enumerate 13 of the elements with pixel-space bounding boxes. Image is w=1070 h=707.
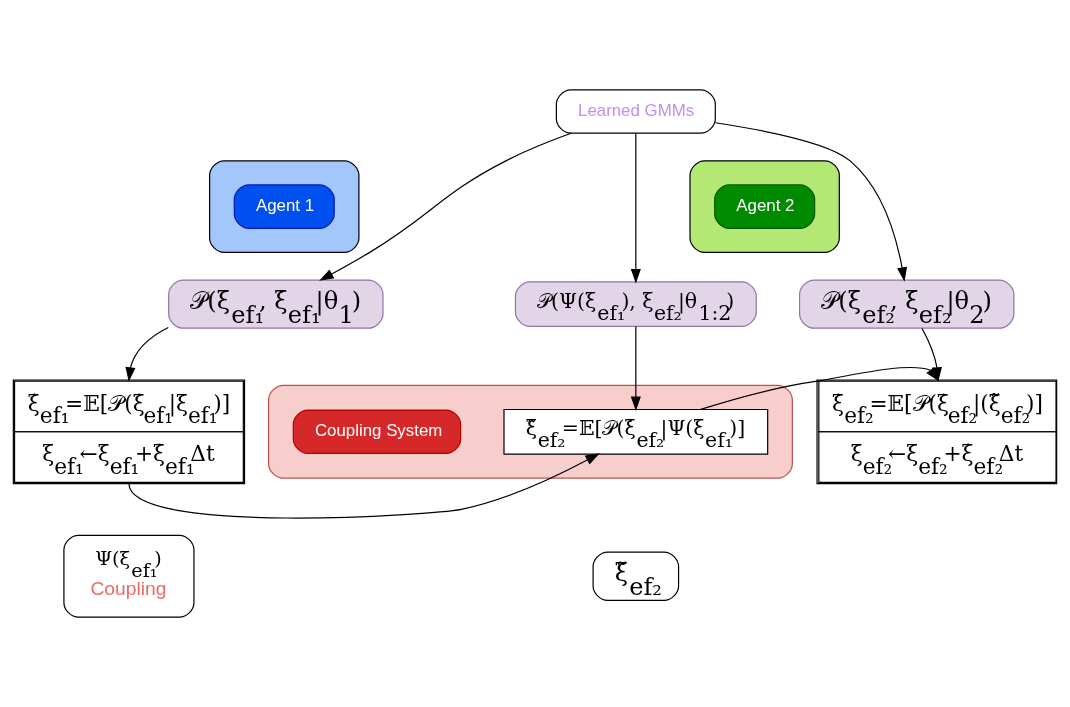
arrow [125,326,169,382]
node-box: Agent 2 [714,184,816,229]
node-box: Agent 1 [233,184,335,229]
arrow [630,132,641,284]
arrow [714,122,908,282]
arrow [319,132,572,281]
arrow [630,325,641,412]
cluster [268,384,793,479]
arrow [128,453,600,519]
cluster [689,160,840,253]
node-box: Coupling System [292,409,462,455]
cluster [209,160,360,253]
node-box: Learned GMMs [555,89,716,134]
